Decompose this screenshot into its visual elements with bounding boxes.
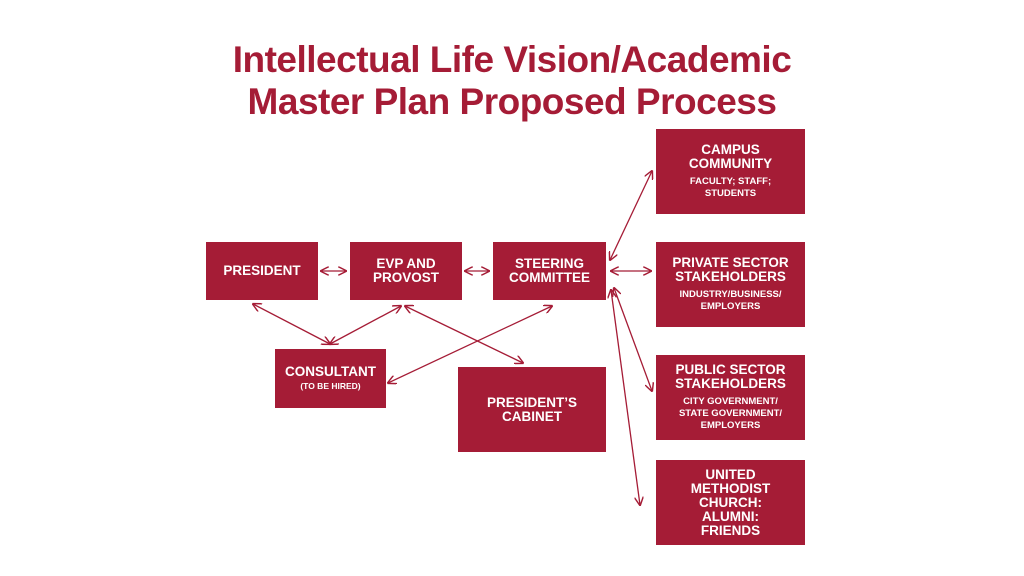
steering-committee-label: STEERING COMMITTEE (509, 256, 590, 285)
arrow-steering-church (611, 290, 640, 505)
public-sector-sublabel: CITY GOVERNMENT/ STATE GOVERNMENT/ EMPLO… (678, 396, 783, 431)
presidents-cabinet-label: PRESIDENT’S CABINET (486, 394, 578, 424)
private-sector-box: PRIVATE SECTOR STAKEHOLDERS INDUSTRY/BUS… (656, 242, 805, 327)
diagram-title-line-1: Intellectual Life Vision/Academic (232, 39, 792, 80)
public-sector-box: PUBLIC SECTOR STAKEHOLDERS CITY GOVERNME… (656, 355, 805, 440)
arrow-evp-consultant (330, 306, 401, 344)
presidents-cabinet-box: PRESIDENT’S CABINET (458, 367, 606, 452)
private-sector-sublabel: INDUSTRY/BUSINESS/ EMPLOYERS (679, 289, 782, 312)
consultant-box: CONSULTANT (TO BE HIRED) (275, 349, 386, 408)
evp-provost-box: EVP AND PROVOST (350, 242, 462, 300)
campus-community-box: CAMPUS COMMUNITY FACULTY; STAFF; STUDENT… (656, 129, 805, 214)
campus-community-label: CAMPUS COMMUNITY (688, 142, 773, 171)
arrow-steering-public (614, 288, 652, 391)
public-sector-label: PUBLIC SECTOR STAKEHOLDERS (675, 362, 786, 391)
campus-community-sublabel: FACULTY; STAFF; STUDENTS (689, 176, 772, 199)
diagram-title-line-2: Master Plan Proposed Process (247, 81, 777, 122)
united-methodist-church-box: UNITED METHODIST CHURCH: ALUMNI: FRIENDS (656, 460, 805, 545)
arrow-steering-consultant (388, 306, 552, 383)
private-sector-label: PRIVATE SECTOR STAKEHOLDERS (672, 255, 789, 284)
arrow-steering-campus (610, 171, 652, 260)
arrow-president-consultant (253, 304, 330, 344)
united-methodist-church-label: UNITED METHODIST CHURCH: ALUMNI: FRIENDS (690, 466, 771, 538)
consultant-label: CONSULTANT (285, 364, 376, 379)
president-label: PRESIDENT (223, 263, 301, 278)
evp-provost-label: EVP AND PROVOST (372, 256, 439, 285)
consultant-sublabel: (TO BE HIRED) (300, 381, 361, 391)
steering-committee-box: STEERING COMMITTEE (493, 242, 606, 300)
arrow-evp-cabinet (405, 306, 523, 363)
president-box: PRESIDENT (206, 242, 318, 300)
